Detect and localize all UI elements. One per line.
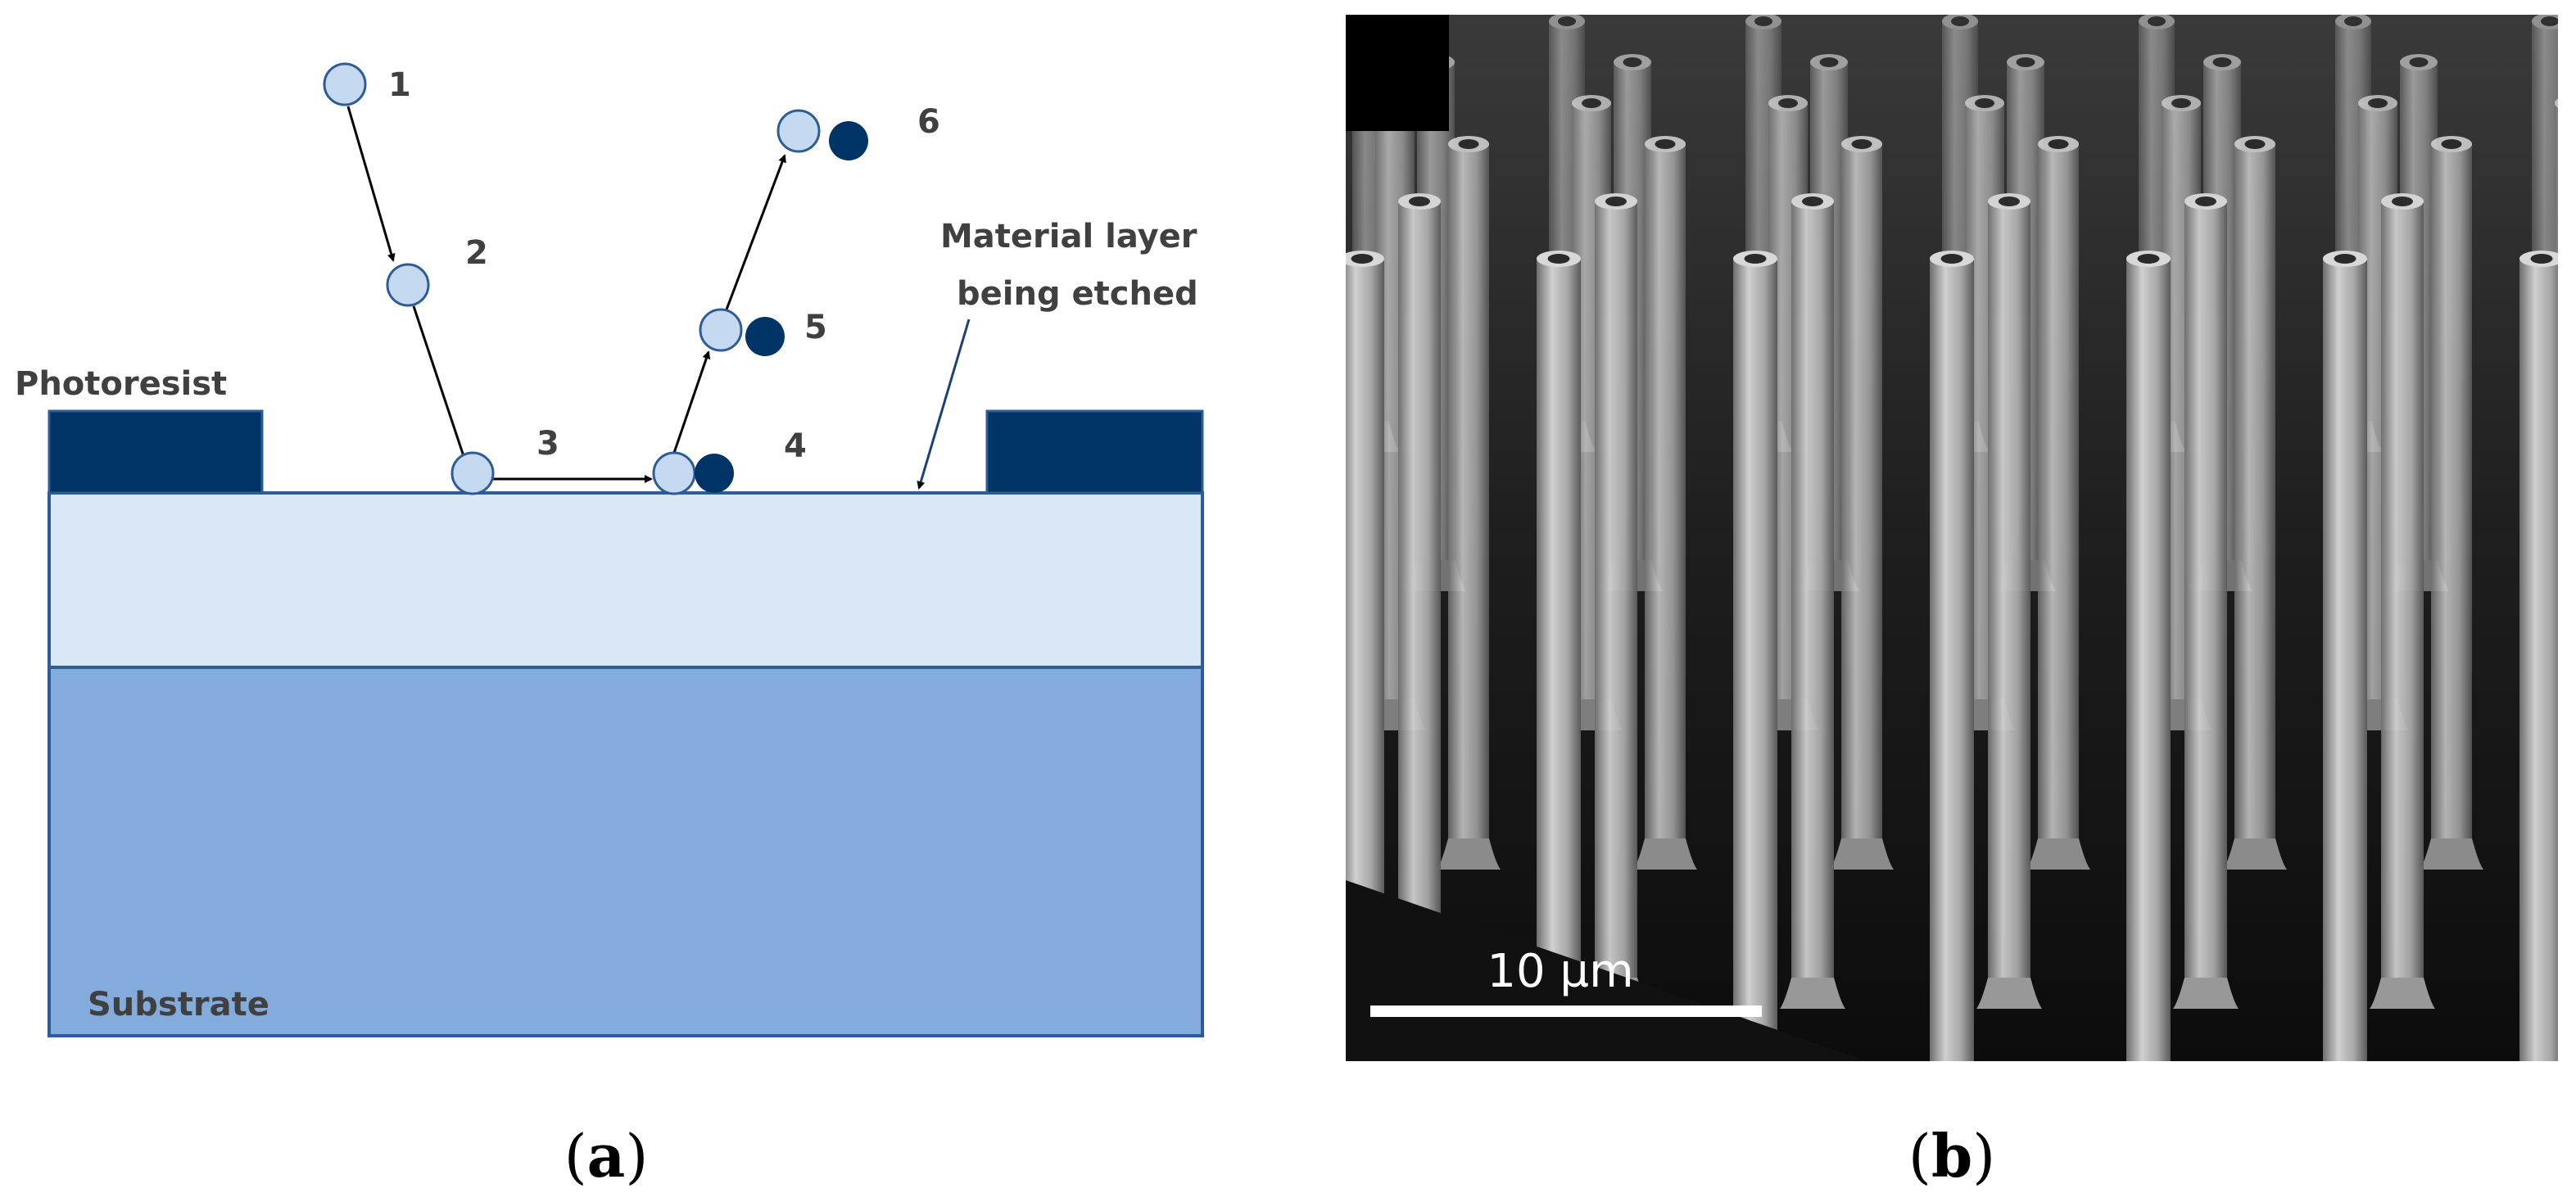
arrow-2-to-3 bbox=[412, 305, 468, 463]
material-layer-pointer-arrow bbox=[917, 319, 971, 490]
sem-pillar bbox=[2420, 136, 2483, 870]
material-layer-label-line1: Material layer bbox=[940, 218, 1197, 255]
substrate-layer bbox=[48, 666, 1204, 1037]
photoresist-label: Photoresist bbox=[15, 365, 227, 403]
sem-pillar bbox=[1780, 193, 1845, 1009]
photoresist-block-right bbox=[985, 409, 1204, 495]
scale-bar-label: 10 µm bbox=[1487, 945, 1633, 998]
sem-pillar bbox=[1387, 193, 1452, 1009]
caption-b: (b) bbox=[1908, 1121, 1996, 1191]
arrow-4-to-5 bbox=[672, 350, 711, 454]
caption-a: (a) bbox=[564, 1121, 649, 1191]
arrow-1-to-2 bbox=[346, 106, 396, 262]
particle-3 bbox=[450, 451, 495, 495]
step-label-2: 2 bbox=[465, 234, 488, 272]
material-layer bbox=[48, 491, 1204, 669]
step-label-6: 6 bbox=[917, 103, 940, 141]
photoresist-block-left bbox=[48, 409, 264, 495]
sem-pillar bbox=[1537, 251, 1581, 1061]
sem-pillar bbox=[1733, 251, 1777, 1061]
sem-pillar bbox=[1633, 136, 1697, 870]
step-label-4: 4 bbox=[784, 427, 807, 465]
sem-pillar bbox=[2126, 251, 2171, 1061]
sem-pillar bbox=[2223, 136, 2287, 870]
sem-pillar bbox=[1240, 136, 1304, 870]
particle-5 bbox=[699, 308, 743, 352]
sem-pillar bbox=[2323, 251, 2367, 1061]
sem-pillar bbox=[1209, 54, 1270, 591]
sem-pillar bbox=[1830, 136, 1894, 870]
panel-a-diagram: Photoresist Material layer being etched … bbox=[15, 62, 1204, 1037]
sem-pillar bbox=[2026, 136, 2090, 870]
particle-2 bbox=[386, 263, 430, 307]
product-particle-4 bbox=[695, 454, 734, 493]
sem-pillar bbox=[2370, 193, 2435, 1009]
step-label-1: 1 bbox=[388, 66, 411, 104]
product-particle-6 bbox=[829, 121, 868, 160]
sem-pillar bbox=[1976, 193, 2042, 1009]
step-label-3: 3 bbox=[536, 425, 559, 463]
sem-pillar bbox=[2519, 251, 2558, 1061]
sem-pillar bbox=[1437, 136, 1501, 870]
sem-pillar bbox=[1583, 193, 1649, 1009]
particle-4 bbox=[652, 451, 696, 495]
step-label-5: 5 bbox=[804, 309, 827, 346]
arrow-5-to-6 bbox=[725, 154, 786, 310]
particle-6 bbox=[776, 109, 821, 153]
sem-pillar-array bbox=[1209, 15, 2576, 1061]
scale-bar bbox=[1370, 1005, 1762, 1017]
sem-pillar bbox=[1930, 251, 1974, 1061]
particle-1 bbox=[323, 62, 367, 106]
product-particle-5 bbox=[745, 317, 785, 356]
material-layer-label-line2: being etched bbox=[957, 275, 1198, 313]
sem-pillar bbox=[2173, 193, 2239, 1009]
substrate-label: Substrate bbox=[88, 986, 269, 1024]
sem-pillar bbox=[2566, 193, 2576, 1009]
sem-corner-mask bbox=[1346, 15, 1449, 131]
panel-b-sem-image: 10 µm bbox=[1209, 15, 2576, 1061]
